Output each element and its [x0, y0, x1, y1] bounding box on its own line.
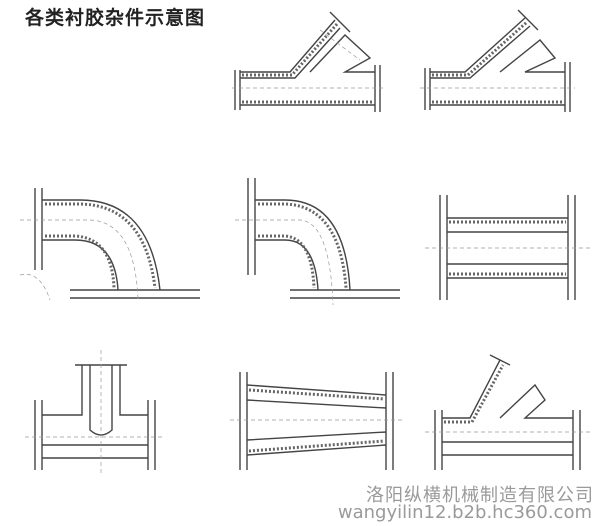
long-radius-elbow-drawing	[19, 188, 200, 301]
lateral-tee-drawing-1	[232, 11, 385, 112]
short-radius-elbow-drawing	[235, 178, 400, 306]
lateral-tee-drawing-2	[420, 9, 575, 112]
watermark-url: wangyilin12.b2b.hc360.com	[337, 502, 592, 523]
watermark-company: 洛阳纵横机械制造有限公司	[366, 485, 594, 506]
eccentric-reducer-drawing	[230, 372, 405, 470]
page-title: 各类衬胶杂件示意图	[25, 7, 206, 29]
equal-tee-drawing	[25, 350, 165, 475]
straight-spool-drawing	[425, 195, 590, 300]
wye-lateral-drawing	[425, 354, 590, 470]
